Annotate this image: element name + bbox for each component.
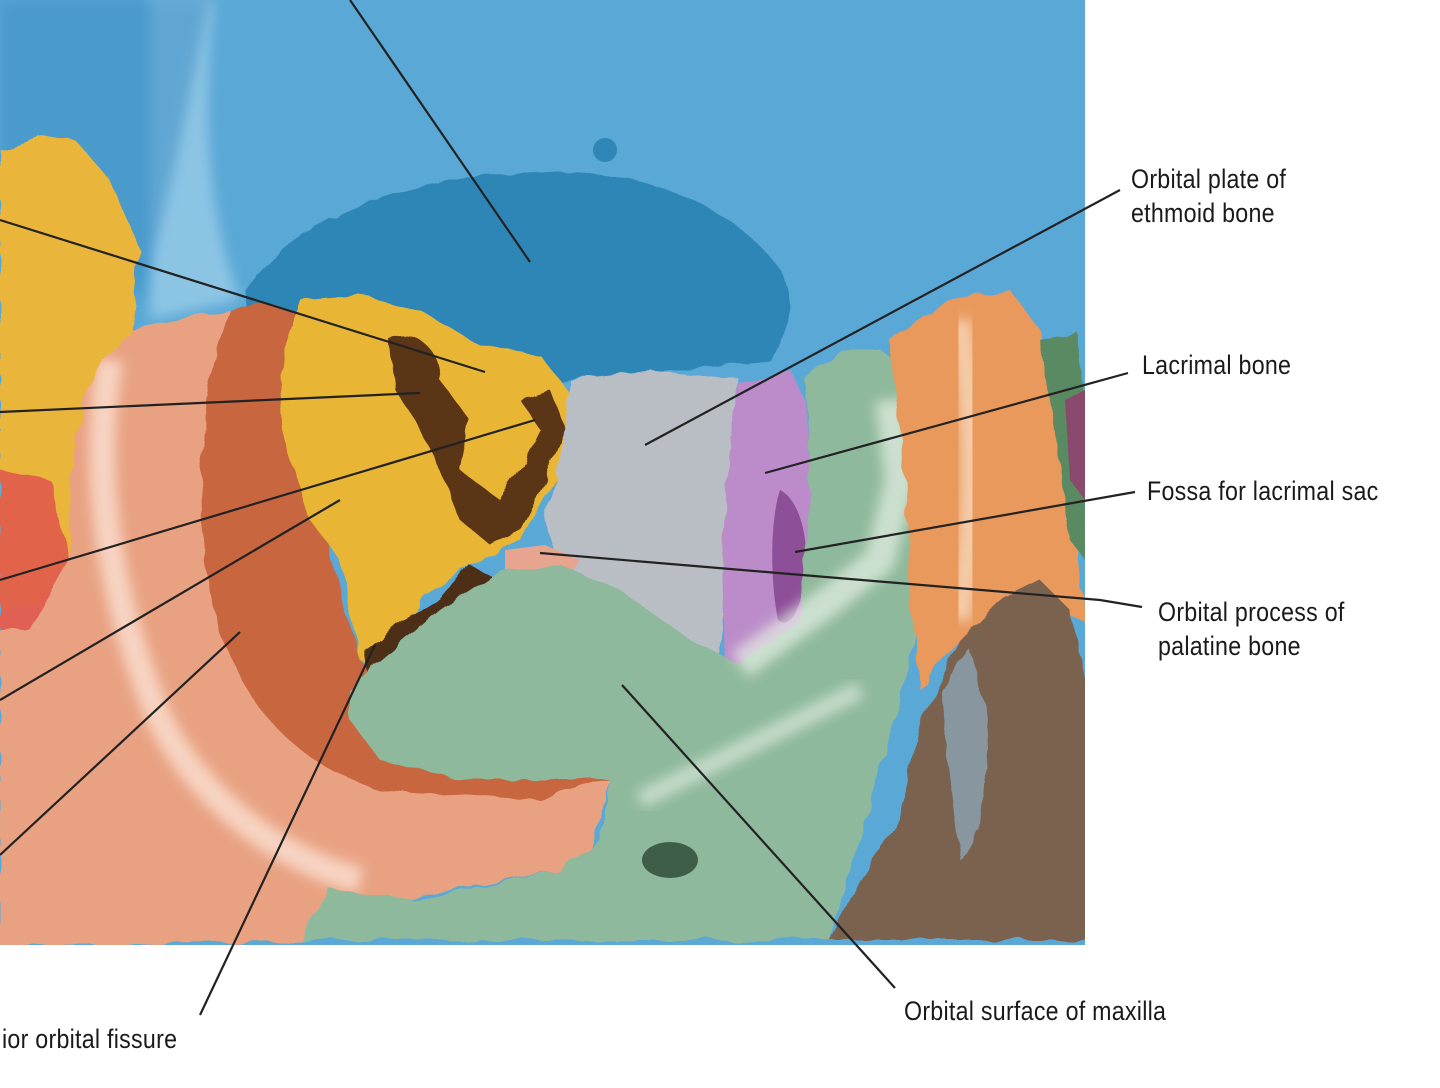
leader-line-top: [349, 0, 531, 263]
ethmoid-bone: [545, 370, 740, 660]
leader-line-palatine: [539, 551, 1143, 609]
label-lacrimal-bone-line1: Lacrimal bone: [1142, 350, 1292, 380]
label-lacrimal-bone: Lacrimal bone: [1142, 348, 1291, 382]
label-palatine-process-line2: palatine bone: [1158, 631, 1301, 661]
label-area: [1085, 0, 1440, 1088]
leader-line-lacrimal: [764, 371, 1129, 475]
label-area-bottom: [0, 945, 1440, 1088]
infraorbital-foramen: [642, 842, 698, 878]
label-ethmoid-plate-line2: ethmoid bone: [1131, 198, 1275, 228]
roof-notch: [593, 138, 617, 162]
leader-lines: [0, 0, 1143, 1016]
leader-line-fissure: [199, 644, 376, 1016]
label-lacrimal-fossa-line1: Fossa for lacrimal sac: [1147, 476, 1379, 506]
leader-line-maxilla: [621, 684, 896, 989]
leader-line-left-5: [0, 631, 241, 856]
sphenoid-greater-wing: [280, 295, 575, 680]
leader-line-fossa: [794, 490, 1136, 554]
leader-line-left-2: [0, 391, 421, 414]
label-palatine-process-line1: Orbital process of: [1158, 597, 1345, 627]
label-orbital-fissure-line1: ior orbital fissure: [2, 1024, 178, 1054]
label-lacrimal-fossa: Fossa for lacrimal sac: [1147, 474, 1378, 508]
superior-orbital-fissure: [390, 337, 565, 545]
label-palatine-process: Orbital process of palatine bone: [1158, 595, 1345, 663]
maxilla: [300, 350, 920, 940]
leader-line-ethmoid: [644, 189, 1121, 446]
lacrimal-fossa: [772, 490, 807, 623]
label-maxilla-surface-line1: Orbital surface of maxilla: [904, 996, 1167, 1026]
leader-line-left-1: [0, 218, 486, 374]
label-ethmoid-plate-line1: Orbital plate of: [1131, 164, 1287, 194]
label-ethmoid-plate: Orbital plate of ethmoid bone: [1131, 162, 1286, 230]
label-orbital-fissure: ior orbital fissure: [2, 1022, 177, 1056]
leader-line-left-4: [0, 499, 341, 701]
leader-line-left-3: [0, 418, 536, 582]
label-maxilla-surface: Orbital surface of maxilla: [904, 994, 1166, 1028]
